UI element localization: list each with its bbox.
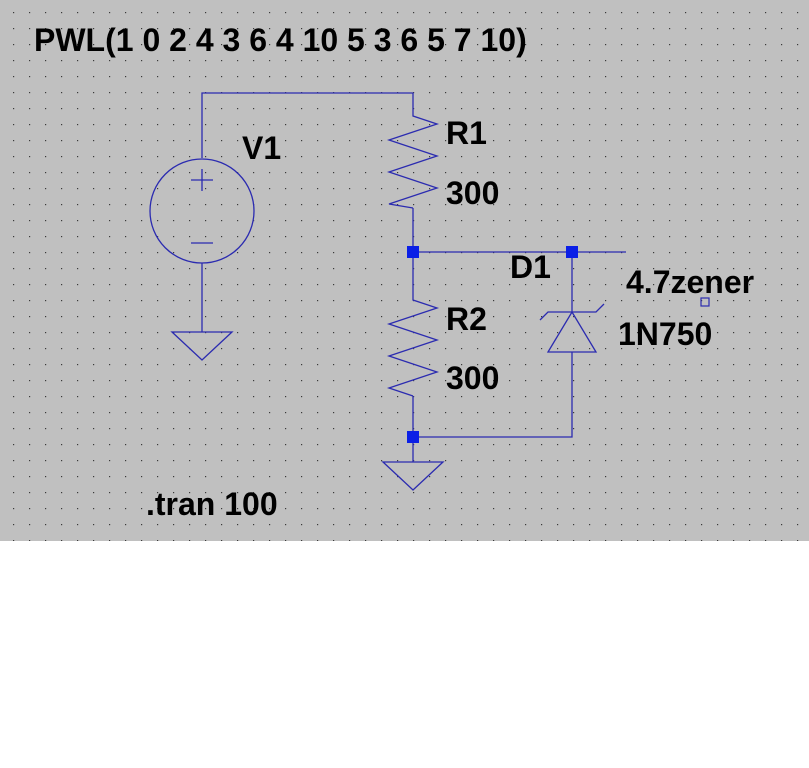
d1-model-label[interactable]: 4.7zener	[626, 264, 754, 300]
resistor-r1[interactable]	[386, 112, 440, 209]
r2-value-label[interactable]: 300	[446, 360, 499, 396]
empty-area-below-schematic	[0, 541, 809, 768]
junction-ground-node	[407, 431, 419, 443]
d1-name-label[interactable]: D1	[510, 249, 551, 285]
junction-r1-r2	[407, 246, 419, 258]
d1-model-anchor-marker	[700, 297, 710, 307]
wire-v1-to-r1[interactable]	[201, 92, 414, 158]
pwl-source-directive[interactable]: PWL(1 0 2 4 3 6 4 10 5 3 6 5 7 10)	[34, 22, 527, 58]
resistor-r2[interactable]	[386, 294, 440, 397]
ground-icon-r2[interactable]	[381, 461, 445, 491]
junction-d1-top	[566, 246, 578, 258]
r1-name-label[interactable]: R1	[446, 115, 487, 151]
v1-label[interactable]: V1	[242, 130, 281, 166]
zener-diode-d1[interactable]	[539, 252, 605, 353]
r2-name-label[interactable]: R2	[446, 301, 487, 337]
wire-d1-to-ground-node[interactable]	[413, 352, 573, 438]
schematic-canvas[interactable]: PWL(1 0 2 4 3 6 4 10 5 3 6 5 7 10) .tran…	[0, 0, 809, 541]
voltage-source-body	[149, 158, 255, 264]
d1-part-label[interactable]: 1N750	[618, 316, 712, 352]
grid-dots	[0, 0, 809, 541]
r1-value-label[interactable]: 300	[446, 175, 499, 211]
ground-icon-v1[interactable]	[170, 331, 234, 361]
diode-triangle	[546, 310, 598, 353]
voltage-source-v1[interactable]	[149, 158, 255, 264]
tran-directive[interactable]: .tran 100	[146, 486, 278, 522]
